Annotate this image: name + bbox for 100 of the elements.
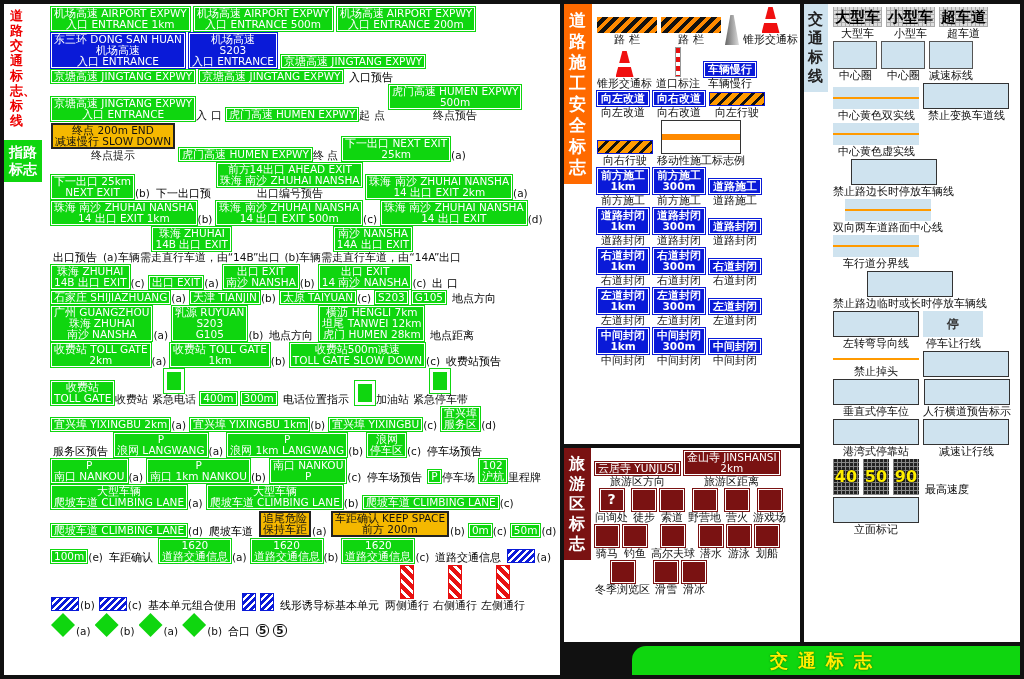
construction-sign <box>653 208 705 234</box>
sign-text: 右道封闭 <box>601 250 645 261</box>
guide-sign <box>51 7 190 31</box>
sign-caption: 垂直式停车位 <box>843 406 909 417</box>
sign-caption: (c) <box>492 526 507 537</box>
sign-caption: 道路封闭 <box>657 235 701 246</box>
pictogram-sign <box>610 561 635 583</box>
sign-caption: 左道封闭 <box>657 315 701 326</box>
sign-caption: (b) <box>250 472 266 483</box>
pictogram-sign <box>623 525 647 547</box>
sign-text: 珠海 南沙 ZHUHAI NANSHA <box>219 175 360 186</box>
sign-text: 珠海 南沙 ZHUHAI NANSHA <box>54 202 194 213</box>
sign-text: 中间封闭 <box>657 330 701 341</box>
sign-caption: (b) <box>119 626 135 637</box>
sign-caption: 旅游区方向 <box>609 476 665 487</box>
sign-caption: 高尔夫球 <box>651 548 695 559</box>
guide-sign <box>441 407 481 431</box>
sign-text: 南口 1km NANKOU <box>150 471 247 482</box>
sign-caption: (a) <box>513 188 528 199</box>
sign-caption: 禁止路边长时停放车辆线 <box>833 186 954 197</box>
sign-text: 右道封闭 <box>657 250 701 261</box>
sign-text: 追尾危险 <box>262 513 307 524</box>
sign-caption: 游戏场 <box>753 512 786 523</box>
sign-text: 14 出口 EXIT 2km <box>392 187 487 198</box>
group-caption: 地点方向 <box>268 330 315 341</box>
sign-text: S203 <box>219 45 248 56</box>
chevron-sign <box>507 549 536 563</box>
sign-text: 100m <box>54 551 85 562</box>
sign-text: 90 <box>893 466 919 488</box>
guide-sign <box>193 7 333 31</box>
road-marking-drawing <box>923 83 1009 109</box>
sign-text: 1km <box>609 301 636 312</box>
sign-caption: 钓鱼 <box>624 548 646 559</box>
sign-text: 500m <box>438 97 472 108</box>
road-marking-drawing <box>833 497 919 523</box>
group-caption: 合口 <box>227 626 251 637</box>
sign-text: 收费站 TOLL GATE <box>54 344 148 355</box>
sign-text: 珠海 南沙 ZHUHAI NANSHA <box>384 202 524 213</box>
group-caption: 下一出口预 <box>154 188 212 199</box>
speed-marking <box>863 459 889 495</box>
sign-caption: 中心圈 <box>886 70 920 81</box>
sign-text: 300m <box>662 181 697 192</box>
road-marking-drawing <box>833 41 877 69</box>
sign-text: 车距确认 KEEP SPACE <box>334 513 446 524</box>
sign-text: 小型车 <box>888 8 933 26</box>
sign-text: 中间封闭 <box>713 341 757 352</box>
sign-caption: (b) <box>270 356 286 367</box>
guide-sign <box>342 539 415 563</box>
sign-caption: (a) <box>163 626 179 637</box>
sign-text: 入口 ENTRANCE 1km <box>66 19 176 30</box>
sign-text: 入口 ENTRANCE <box>82 109 166 120</box>
sign-text: 左道封闭 <box>657 290 701 301</box>
sign-text: 1620 <box>364 540 393 551</box>
sign-caption: 锥形交通标 <box>597 78 652 89</box>
sign-text: 1km <box>610 261 636 272</box>
group-caption: 电话位置指示 <box>281 394 350 405</box>
sign-text: 下一出口 25km <box>54 176 131 187</box>
sign-text: 虎门高速 HUMEN EXPWY <box>228 109 356 120</box>
sign-caption: 减速标线 <box>929 70 973 81</box>
sign-caption: (a)车辆需走直行车道，由“14B”出口 <box>103 252 281 263</box>
pictogram-sign <box>725 489 749 511</box>
sign-text: 浪网 LANGWANG <box>117 445 205 456</box>
chevron-sign <box>51 597 79 611</box>
sign-text: 机场高速 AIRPORT EXPWY <box>196 8 330 19</box>
sign-caption: (c) <box>415 552 430 563</box>
sign-text: 终点 200m END <box>72 125 155 136</box>
guide-sign <box>367 433 406 457</box>
sign-caption: 禁止路边临时或长时停放车辆线 <box>833 298 987 309</box>
sign-text: S203 <box>196 318 225 329</box>
group-caption: 收费站预告 <box>445 356 502 367</box>
panel <box>564 4 800 444</box>
sign-caption: 紧急停车带 <box>412 394 468 405</box>
sign-text: 车辆慢行 <box>708 64 752 75</box>
guide-sign <box>51 33 185 68</box>
sign-text: 珠海 ZHUHAI <box>56 266 125 277</box>
sign-text: ? <box>606 490 617 508</box>
sign-text: 宜兴埠 YIXINGBU 1km <box>193 419 307 430</box>
sign-text: 浪网 <box>375 434 399 445</box>
sign-text: 南沙 NANSHA <box>65 329 138 340</box>
sign-caption: (a) <box>76 626 91 637</box>
sign-caption: 道路封闭 <box>713 235 757 246</box>
sign-caption: (b) <box>450 526 465 537</box>
road-marking-drawing <box>850 159 937 185</box>
group-caption: 爬坡车道 <box>207 526 254 537</box>
sign-caption: 左转弯导向线 <box>843 338 909 349</box>
sign-text: 前方 200m <box>362 524 419 535</box>
construction-sign <box>597 91 649 106</box>
tourist-sign <box>683 451 780 475</box>
sign-text: 300m <box>662 341 696 352</box>
sign-text: 京塘高速 JINGTANG EXPWY <box>54 71 193 82</box>
sign-text: 坦尾 TANWEI 12km <box>322 318 422 329</box>
construction-sign <box>597 248 649 274</box>
pictogram-sign <box>682 561 706 583</box>
group-caption: 地点方向 <box>451 293 497 304</box>
sign-caption: 移动性施工标志例 <box>657 155 745 166</box>
road-marking-drawing <box>833 87 919 109</box>
sign-caption: (d) <box>188 526 203 537</box>
sign-text: 机场高速 <box>94 45 141 56</box>
sign-text: 道路交通信息 <box>161 551 228 562</box>
road-barrier-drawing <box>597 17 657 33</box>
